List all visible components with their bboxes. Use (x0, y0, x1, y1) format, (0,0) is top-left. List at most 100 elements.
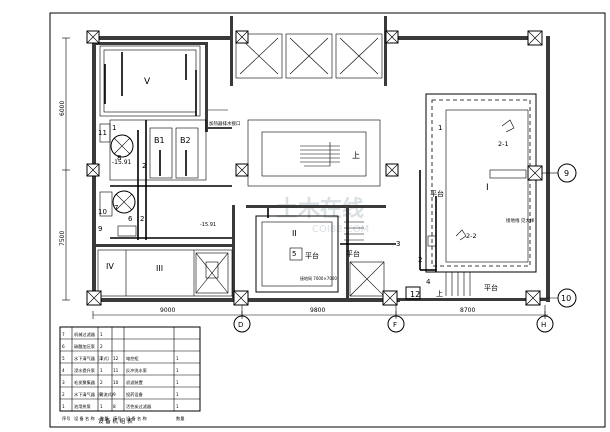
equip-num-6: 6 (128, 215, 133, 223)
watermark-text: 土木在线 (276, 196, 364, 222)
note-mid2: -15.91 (200, 222, 216, 228)
axis-label-h: H (541, 321, 546, 329)
table-cell: 7 (62, 332, 65, 337)
table-cell: 初滤装置 (126, 379, 143, 386)
table-cell: 1 (176, 392, 179, 397)
equip-num-3: 3 (396, 240, 400, 248)
equip-num-12: 12 (410, 290, 420, 299)
pool-v: V (99, 45, 201, 117)
table-cell: 水下清气器（浮式） (74, 355, 112, 362)
table-cell: 3 (62, 380, 65, 385)
equip-num-7: 7 (114, 204, 118, 212)
room-label-2-1: 2-1 (498, 140, 509, 148)
stair-up-label-1: 上 (352, 151, 360, 160)
axis-label-9: 9 (564, 169, 569, 178)
table-cell: 毛发聚集器 (74, 379, 96, 386)
watermark-subtext: COI88.COM (312, 224, 369, 235)
axis-bubble-f (387, 315, 405, 333)
room-label-iii: III (156, 264, 163, 273)
stair-up-label-2: 上 (436, 289, 443, 298)
equip-num-1a: 1 (112, 124, 116, 132)
drawing-frame (49, 12, 606, 428)
room-label-b2: B2 (180, 136, 191, 145)
note-right: 接地线 见大样 (506, 217, 535, 224)
table-cell: 11 (113, 368, 119, 373)
room-label-2-2: 2-2 (466, 232, 477, 240)
table-cell: 8 (113, 404, 116, 409)
pool-ii: II 平台 接地网 7000×7000 平台 (255, 208, 396, 297)
equip-num-5: 5 (292, 250, 296, 258)
table-cell: 9 (113, 392, 116, 397)
core-top: 上 (235, 33, 383, 187)
dim-bottom-8700: 8700 (460, 307, 475, 314)
dim-bottom-9000: 9000 (160, 307, 175, 314)
equip-num-4: 4 (426, 278, 431, 286)
watermark: 土木在线 COI88.COM (276, 196, 369, 235)
axis-bubble-10 (557, 288, 577, 308)
table-header-cell: 数量 (100, 415, 108, 422)
table-cell: 碳酸加压泵 (74, 343, 95, 350)
platform-label-2: 平台 (305, 251, 319, 260)
axis-bubble-h (536, 315, 554, 333)
equip-num-11: 11 (98, 129, 107, 137)
table-cell: 3 (100, 392, 103, 397)
room-label-i: I (486, 183, 489, 193)
table-cell: 池用热泵 (74, 403, 91, 410)
platform-label-1: 平台 (430, 189, 444, 198)
table-cell: 1 (100, 356, 103, 361)
table-header-cell: 数量 (176, 415, 184, 422)
table-cell: 投药设备 (126, 391, 144, 398)
axis-bubble-9 (557, 163, 577, 183)
axis-label-d: D (238, 321, 243, 329)
note-center: 接地网 7000×7000 (300, 275, 337, 281)
table-cell: 1 (100, 368, 103, 373)
table-header-cell: 序号 (62, 415, 70, 422)
platform-label-4: 平台 (484, 283, 498, 292)
table-cell: 1 (176, 356, 179, 361)
table-cell: 水下清气器（射流式） (74, 391, 116, 398)
table-cell: 1 (176, 404, 179, 409)
room-label-ii: II (292, 229, 297, 238)
table-cell: 活性炭过滤器 (126, 403, 152, 410)
axis-label-10: 10 (561, 294, 571, 303)
table-cell: 1 (176, 380, 179, 385)
axis-bubbles: D F H 9 10 (233, 163, 577, 333)
table-cell: 1 (100, 404, 103, 409)
dim-left-6000: 6000 (59, 101, 66, 116)
equip-num-2a: 2 (140, 215, 144, 223)
note-top: 加热器排水接口 (209, 120, 241, 127)
equip-num-2c: 2 (142, 162, 146, 170)
axis-bubble-d (233, 315, 251, 333)
dim-bottom-9800: 9800 (310, 307, 325, 314)
table-cell: 12 (113, 356, 119, 361)
equip-num-1b: 1 (438, 124, 442, 132)
table-title: 设 备 机 组 表 (98, 417, 133, 425)
pools-bottom-left: IV III (97, 249, 233, 297)
table-cell: 2 (100, 380, 103, 385)
platform-label-3: 平台 (346, 249, 360, 258)
equipment-numbers: 11 1 8 7 10 9 6 2 5 3 4 12 1 2 2 (98, 124, 442, 299)
note-mid1: -15.91 (112, 159, 132, 166)
table-cell: 6 (62, 344, 65, 349)
table-cell: 浸水提升泵 (74, 367, 95, 374)
table-cell: 1 (100, 332, 103, 337)
table-cell: 2 (100, 344, 103, 349)
table-cell: 电控柜 (126, 355, 139, 362)
table-cell: 1 (62, 404, 65, 409)
table-cell: 反冲洗水泵 (126, 367, 147, 374)
table-cell: 10 (113, 380, 119, 385)
equip-num-10: 10 (98, 208, 107, 216)
room-label-b1: B1 (154, 136, 165, 145)
columns (86, 30, 543, 306)
equipment-room: B1 B2 -15.91 加热器排水接口 -15.91 (99, 109, 241, 240)
table-header-cell: 设 备 名 称 (126, 415, 147, 422)
table-cell: 2 (62, 392, 65, 397)
table-cell: 机械过滤器 (74, 331, 96, 338)
equip-num-8: 8 (117, 154, 121, 162)
equip-num-9: 9 (98, 225, 102, 233)
table-cell: 5 (62, 356, 65, 361)
equipment-12-box (405, 286, 421, 300)
table-cell: 1 (176, 368, 179, 373)
